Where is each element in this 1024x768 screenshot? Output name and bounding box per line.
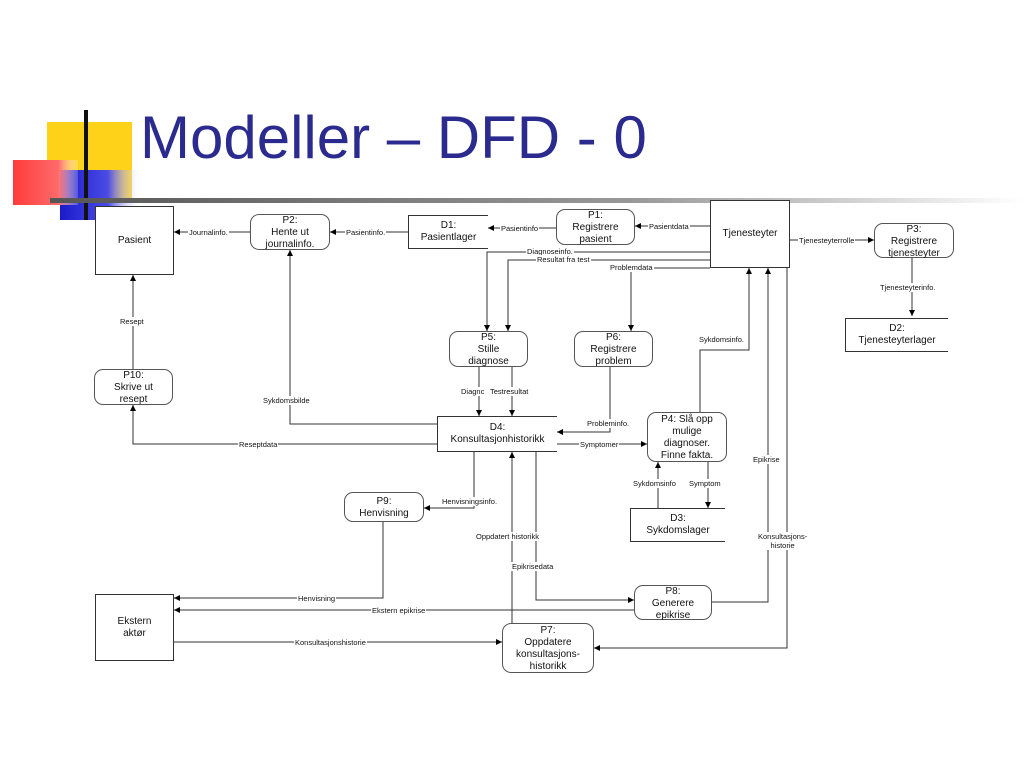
flow-epikrisedata: [535, 452, 634, 603]
label-pasientdata: Pasientdata: [648, 222, 690, 231]
label-konsultasjons-historie: Konsultasjons- historie: [757, 532, 809, 550]
label-pasientinfo-p1: Pasientinfo: [500, 224, 540, 233]
label-henvisningsinfo: Henvisningsinfo.: [441, 497, 499, 506]
entity-tjenesteyter: Tjenesteyter: [710, 200, 790, 268]
process-p4: P4: Slå opp mulige diagnoser. Finne fakt…: [647, 412, 727, 462]
datastore-d2-label: D2: Tjenesteyterlager: [858, 323, 936, 346]
label-tjenesteyterinfo: Tjenesteyterinfo.: [879, 283, 937, 292]
title-rule: [50, 198, 1024, 203]
datastore-d1: D1: Pasientlager: [408, 215, 488, 249]
process-p9-label: P9: Henvisning: [359, 496, 409, 519]
process-p8-label: P8: Generere epikrise: [651, 586, 695, 621]
label-resept: Resept: [119, 317, 145, 326]
flow-konsultasjons-historie: [594, 268, 788, 651]
label-henvisning: Henvisning: [297, 594, 337, 603]
process-p4-label: P4: Slå opp mulige diagnoser. Finne fakt…: [660, 414, 714, 461]
label-testresultat: Testresultat: [489, 387, 530, 396]
datastore-d2: D2: Tjenesteyterlager: [845, 318, 948, 352]
process-p8: P8: Generere epikrise: [634, 585, 712, 621]
label-sykdomsinfo: Sykdomsinfo: [632, 479, 677, 488]
process-p7: P7: Oppdatere konsultasjons- historikk: [502, 623, 594, 673]
label-epikrisedata: Epikrisedata: [511, 562, 555, 571]
label-problemdata: Problemdata: [609, 263, 654, 272]
process-p6-label: P6: Registrere problem: [590, 332, 637, 367]
process-p1: P1: Registrere pasient: [556, 209, 635, 245]
flow-probleminfo: [557, 367, 611, 435]
label-tjenesteyterrolle: Tjenesteyterrolle: [798, 236, 856, 245]
flow-diagnoseinfo: [484, 251, 710, 331]
flow-henvisning: [174, 521, 384, 601]
process-p10-label: P10: Skrive ut resept: [114, 370, 153, 405]
red-square: [13, 160, 78, 205]
label-probleminfo: Probleminfo.: [586, 419, 631, 428]
label-ekstern-epikrise: Ekstern epikrise: [371, 606, 427, 615]
label-pasientinfo-p2: Pasientinfo.: [345, 228, 387, 237]
flow-henvisningsinfo: [424, 452, 475, 511]
entity-ekstern-aktor: Ekstern aktør: [95, 594, 174, 661]
datastore-d3: D3: Sykdomslager: [630, 508, 725, 542]
flow-problemdata: [628, 267, 710, 331]
label-symptomer: Symptomer: [579, 440, 620, 449]
process-p10: P10: Skrive ut resept: [94, 369, 173, 405]
label-symptom: Symptom: [688, 479, 722, 488]
process-p5: P5: Stille diagnose: [449, 331, 528, 367]
process-p3: P3: Registrere tjenesteyter: [874, 223, 954, 259]
entity-tjenesteyter-label: Tjenesteyter: [722, 228, 778, 239]
label-oppdatert: Oppdatert historikk: [475, 532, 540, 541]
entity-ekstern-aktor-label: Ekstern aktør: [117, 616, 152, 639]
black-vertical-bar: [84, 110, 88, 220]
label-reseptdata: Reseptdata: [238, 440, 279, 449]
process-p7-label: P7: Oppdatere konsultasjons- historikk: [516, 625, 580, 672]
title-decoration: [13, 110, 1024, 220]
label-diagnose: Diagnc: [460, 387, 486, 396]
label-resultat: Resultat fra test: [536, 255, 591, 264]
flow-epikrise: [712, 268, 771, 603]
label-diagnoseinfo: Diagnoseinfo.: [526, 247, 574, 256]
label-sykdomsinfo-top: Sykdomsinfo.: [698, 335, 746, 344]
process-p1-label: P1: Registrere pasient: [572, 210, 619, 245]
process-p6: P6: Registrere problem: [574, 331, 653, 367]
label-journalinfo: Journalinfo.: [188, 228, 229, 237]
label-epikrise: Epikrise: [752, 455, 781, 464]
flow-reseptdata: [130, 405, 437, 445]
flow-resultat: [505, 259, 710, 331]
label-konsultasjonshistorie: Konsultasjonshistorie: [294, 638, 367, 647]
process-p3-label: P3: Registrere tjenesteyter: [888, 224, 940, 259]
datastore-d4: D4: Konsultasjonhistorikk: [437, 416, 557, 452]
datastore-d4-label: D4: Konsultasjonhistorikk: [450, 422, 545, 445]
process-p5-label: P5: Stille diagnose: [468, 332, 509, 367]
flow-sykdomsinfo-top: [699, 268, 752, 412]
process-p9: P9: Henvisning: [344, 492, 424, 522]
entity-pasient-label: Pasient: [117, 235, 152, 246]
datastore-d1-label: D1: Pasientlager: [420, 220, 477, 243]
label-sykdomsbilde: Sykdomsbilde: [262, 396, 311, 405]
datastore-d3-label: D3: Sykdomslager: [646, 513, 710, 536]
flow-sykdomsbilde: [287, 250, 437, 425]
page-title: Modeller – DFD - 0: [140, 104, 647, 171]
entity-pasient: Pasient: [95, 206, 174, 275]
process-p2-label: P2: Hente ut journalinfo.: [265, 215, 315, 250]
process-p2: P2: Hente ut journalinfo.: [250, 214, 330, 250]
